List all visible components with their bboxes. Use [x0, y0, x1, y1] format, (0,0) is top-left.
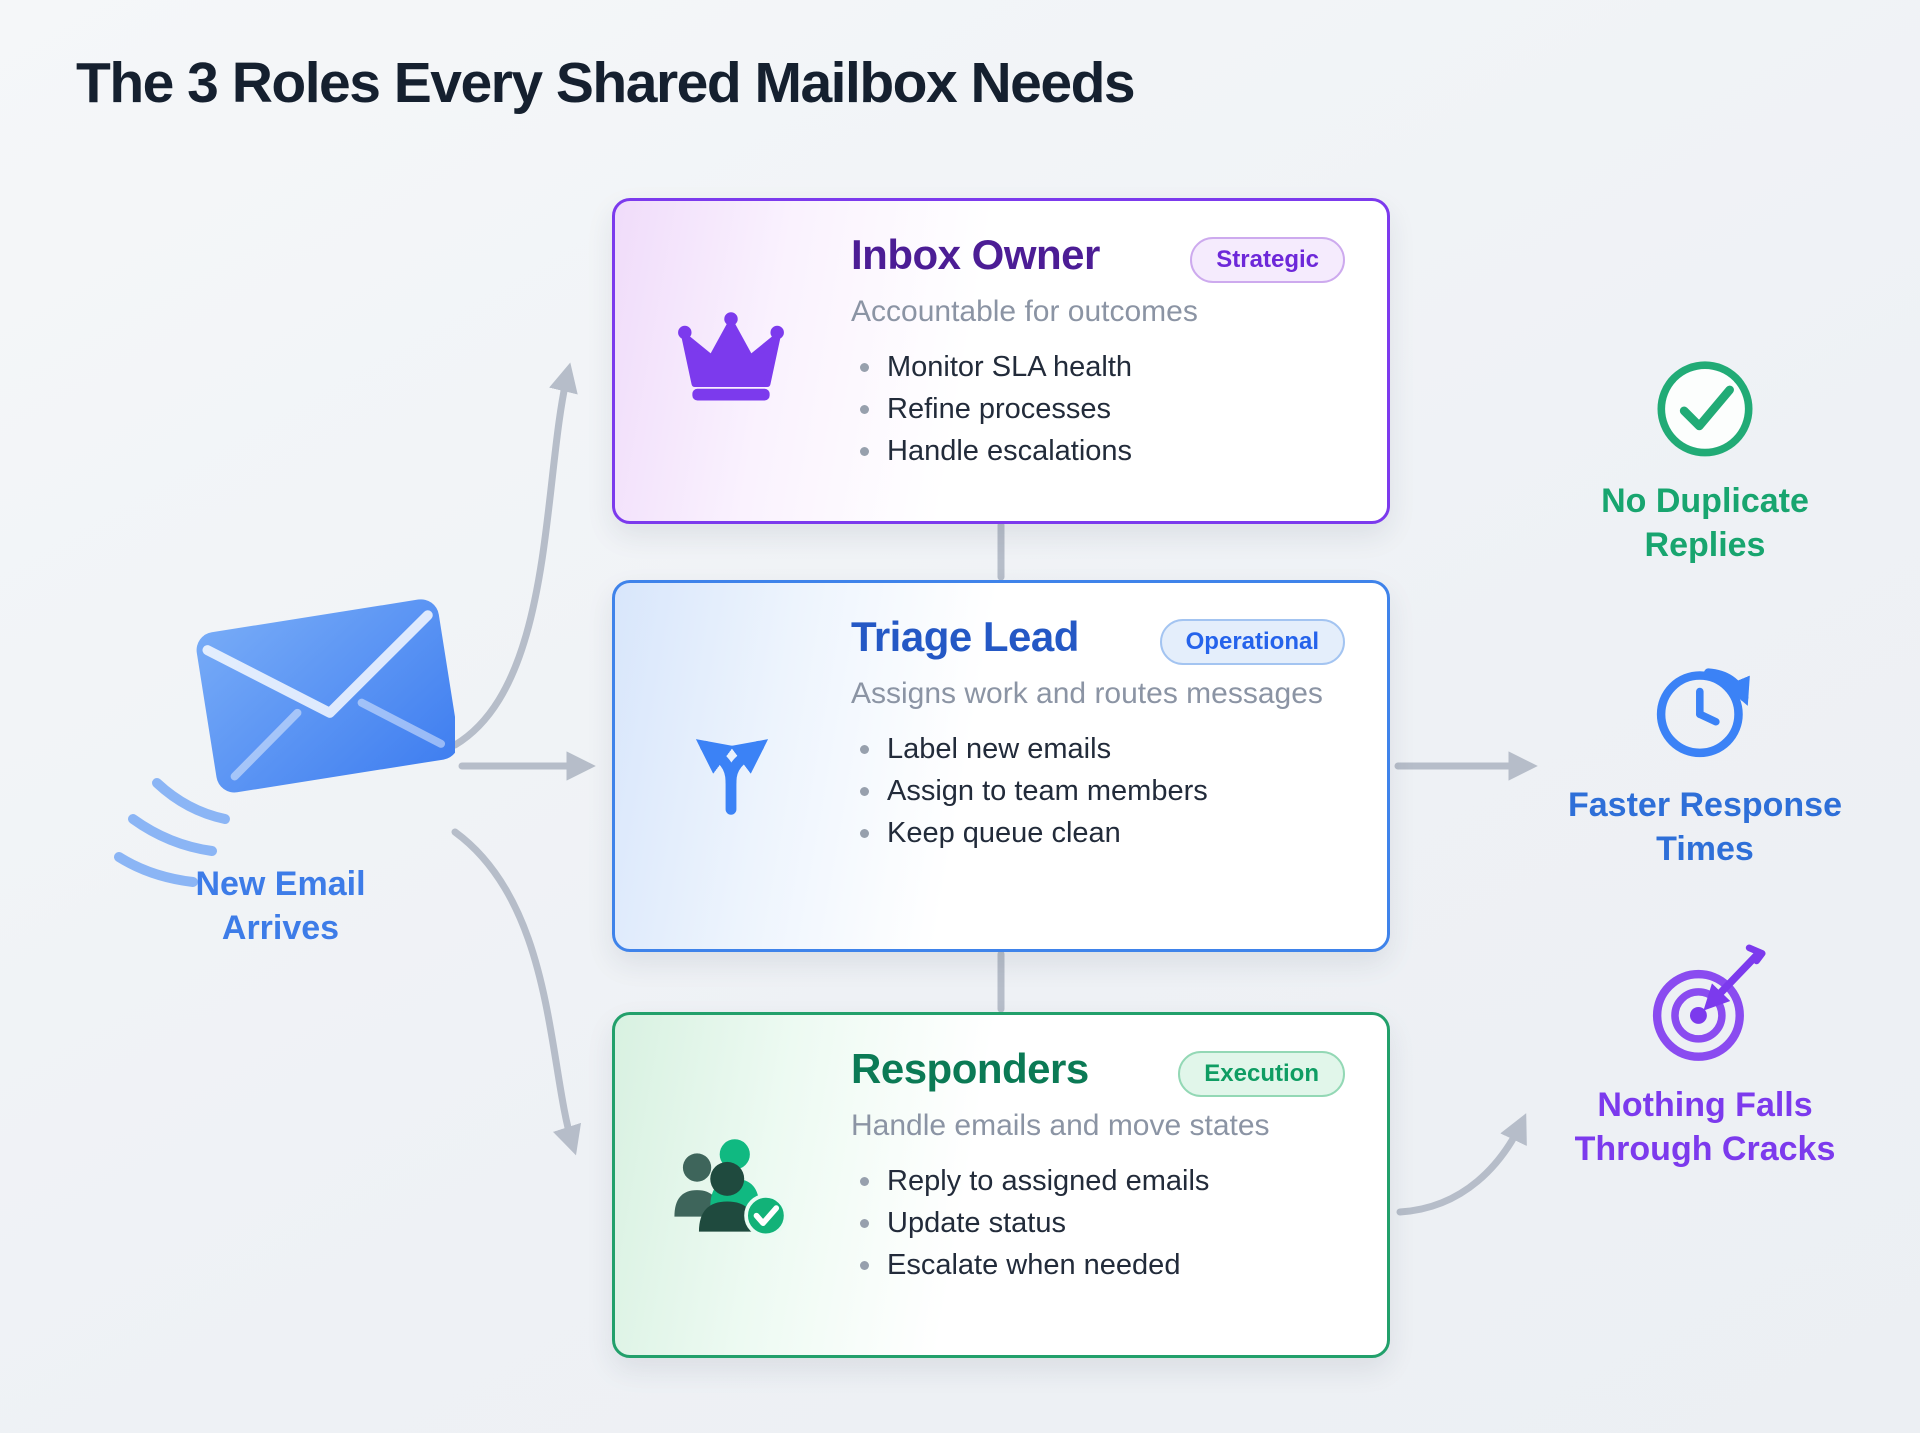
check-circle-icon [1657, 361, 1753, 457]
card-title: Responders [851, 1045, 1089, 1092]
arrow-responders-to-outcome [1396, 1113, 1527, 1216]
card-bullet: Handle escalations [851, 435, 1345, 468]
card-bullet: Update status [851, 1207, 1345, 1240]
outcome-faster-response: Faster Response Times [1540, 650, 1870, 871]
card-bullet: Escalate when needed [851, 1249, 1345, 1282]
page-title: The 3 Roles Every Shared Mailbox Needs [76, 51, 1136, 115]
outcome-label: Nothing Falls Through Cracks [1574, 1086, 1836, 1168]
speed-lines [114, 778, 230, 887]
outcome-nothing-falls: Nothing Falls Through Cracks [1540, 944, 1870, 1171]
outcome-no-duplicates: No Duplicate Replies [1540, 350, 1870, 567]
target-arrow-icon [1652, 944, 1766, 1061]
clock-history-icon [1656, 668, 1750, 758]
badge-execution: Execution [1178, 1051, 1345, 1097]
badge-strategic: Strategic [1190, 237, 1345, 283]
card-triage-lead: Triage Lead Operational Assigns work and… [612, 580, 1390, 952]
card-subtitle: Handle emails and move states [851, 1109, 1270, 1142]
outcome-label: No Duplicate Replies [1601, 482, 1809, 564]
card-responders: Responders Execution Handle emails and m… [612, 1012, 1390, 1358]
card-bullet: Label new emails [851, 733, 1345, 766]
card-subtitle: Assigns work and routes messages [851, 677, 1323, 710]
card-bullet-list: Label new emails Assign to team members … [851, 733, 1345, 850]
outcome-label: Faster Response Times [1568, 786, 1842, 868]
badge-operational: Operational [1159, 619, 1345, 665]
team-check-icon [674, 1139, 788, 1238]
card-bullet: Reply to assigned emails [851, 1165, 1345, 1198]
card-subtitle: Accountable for outcomes [851, 295, 1198, 328]
card-title: Triage Lead [851, 613, 1079, 660]
arrow-email-to-responders [451, 828, 582, 1156]
crown-icon [678, 312, 784, 401]
route-split-icon [695, 739, 769, 815]
arrow-email-to-owner [451, 362, 578, 749]
card-bullet: Assign to team members [851, 775, 1345, 808]
card-bullet-list: Monitor SLA health Refine processes Hand… [851, 351, 1345, 468]
card-title: Inbox Owner [851, 231, 1100, 278]
card-bullet: Monitor SLA health [851, 351, 1345, 384]
card-bullet: Refine processes [851, 393, 1345, 426]
email-source-label: New Email Arrives [195, 865, 366, 948]
card-bullet: Keep queue clean [851, 817, 1345, 850]
envelope-icon [114, 599, 455, 887]
card-bullet-list: Reply to assigned emails Update status E… [851, 1165, 1345, 1282]
card-inbox-owner: Inbox Owner Strategic Accountable for ou… [612, 198, 1390, 524]
